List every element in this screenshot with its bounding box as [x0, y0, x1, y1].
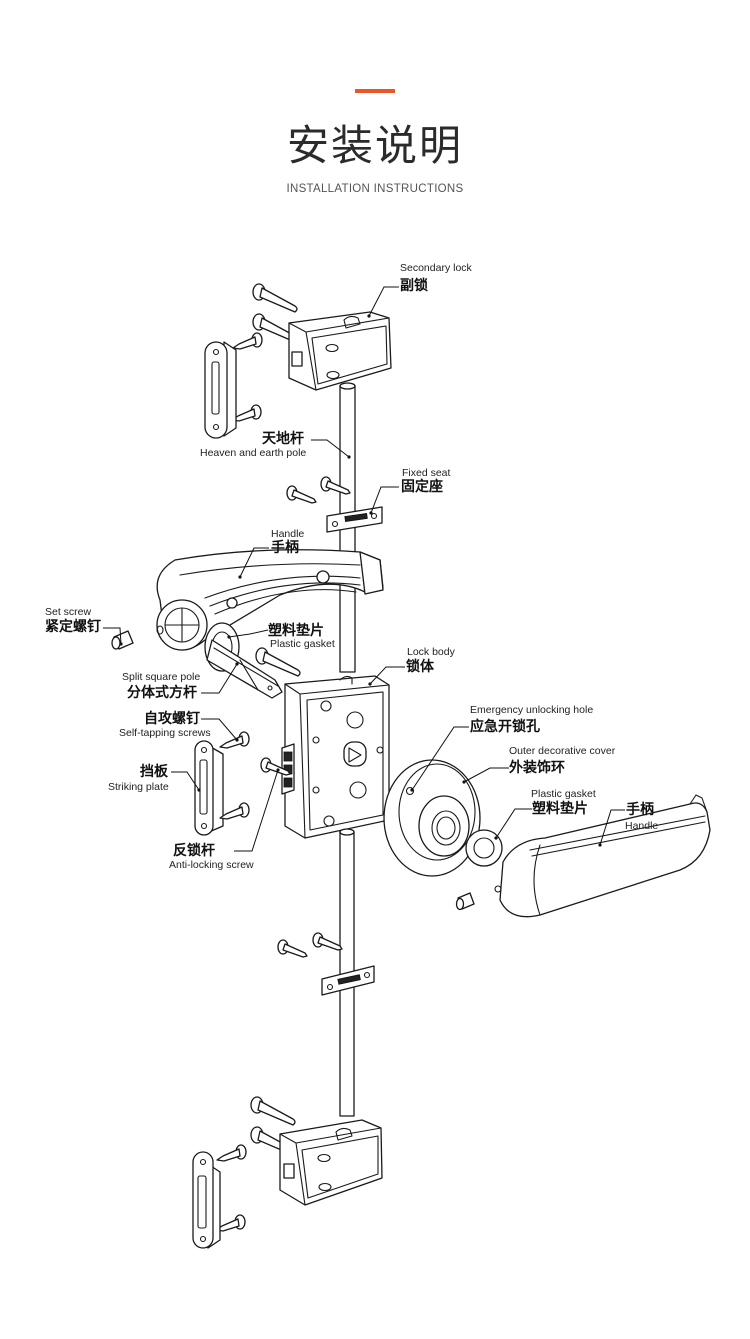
- right-handle: [494, 794, 711, 918]
- label-fixed-seat-en: Fixed seat: [402, 467, 451, 479]
- page-subtitle: INSTALLATION INSTRUCTIONS: [286, 183, 464, 195]
- plastic-gasket-right: [465, 829, 503, 867]
- label-lock-body-zh: 锁体: [406, 659, 434, 675]
- label-set-screw-zh: 紧定螺钉: [45, 619, 101, 635]
- label-lock-body-en: Lock body: [407, 646, 455, 658]
- label-heaven-earth-pole-zh: 天地杆: [262, 431, 304, 447]
- set-screw-right: [455, 892, 475, 911]
- long-screw: [250, 1096, 296, 1126]
- screw: [232, 332, 263, 350]
- screw: [286, 485, 317, 504]
- secondary-lock-bottom: [279, 1119, 383, 1206]
- accent-bar: [355, 89, 395, 93]
- self-tapping-screw: [219, 731, 250, 749]
- label-emergency-unlocking-hole-zh: 应急开锁孔: [470, 719, 540, 735]
- fixed-seat-lower: [277, 932, 375, 996]
- split-square-pole: [206, 639, 283, 699]
- label-handle-right-en: Handle: [625, 820, 659, 832]
- label-anti-locking-screw-zh: 反锁杆: [173, 843, 215, 859]
- screw: [219, 802, 250, 820]
- screw: [312, 932, 343, 951]
- page-title: 安装说明: [286, 121, 463, 170]
- label-secondary-lock-en: Secondary lock: [400, 262, 472, 274]
- label-heaven-earth-pole-en: Heaven and earth pole: [200, 447, 307, 459]
- label-plastic-gasket-left-zh: 塑料垫片: [268, 623, 324, 639]
- label-self-tapping-screws-en: Self-tapping screws: [119, 727, 211, 739]
- label-secondary-lock-zh: 副锁: [400, 278, 428, 294]
- leader-lines: [103, 286, 625, 852]
- label-set-screw-en: Set screw: [45, 606, 92, 618]
- label-plastic-gasket-right-en: Plastic gasket: [531, 788, 596, 800]
- label-outer-decorative-cover-en: Outer decorative cover: [509, 745, 616, 757]
- label-handle-left-zh: 手柄: [271, 540, 299, 556]
- label-split-square-pole-zh: 分体式方杆: [127, 685, 197, 701]
- label-handle-left-en: Handle: [271, 528, 305, 540]
- bottom-secondary-lock-group: [192, 1096, 383, 1249]
- set-screw-left: [111, 630, 134, 650]
- left-handle: [156, 549, 384, 651]
- label-outer-decorative-cover-zh: 外装饰环: [509, 760, 565, 776]
- label-striking-plate-en: Striking plate: [108, 781, 169, 793]
- label-fixed-seat-zh: 固定座: [401, 479, 443, 495]
- striking-plate-middle: [194, 740, 224, 836]
- label-plastic-gasket-right-zh: 塑料垫片: [532, 801, 588, 817]
- top-secondary-lock-group: [204, 283, 392, 439]
- label-self-tapping-screws-zh: 自攻螺钉: [144, 711, 200, 727]
- lock-body: [281, 675, 390, 839]
- label-plastic-gasket-left-en: Plastic gasket: [270, 638, 335, 650]
- label-handle-right-zh: 手柄: [626, 802, 654, 818]
- screw: [277, 939, 308, 958]
- label-emergency-unlocking-hole-en: Emergency unlocking hole: [470, 704, 594, 716]
- secondary-lock-top: [288, 311, 392, 391]
- label-striking-plate-zh: 挡板: [140, 764, 168, 780]
- outer-decorative-cover: [383, 759, 481, 877]
- label-split-square-pole-en: Split square pole: [122, 671, 201, 683]
- long-screw: [252, 283, 298, 313]
- screw: [216, 1144, 247, 1162]
- fixed-seat-upper: [286, 476, 383, 533]
- label-anti-locking-screw-en: Anti-locking screw: [169, 859, 254, 871]
- strike-plate-bottom: [192, 1151, 221, 1249]
- strike-plate-top: [204, 341, 237, 439]
